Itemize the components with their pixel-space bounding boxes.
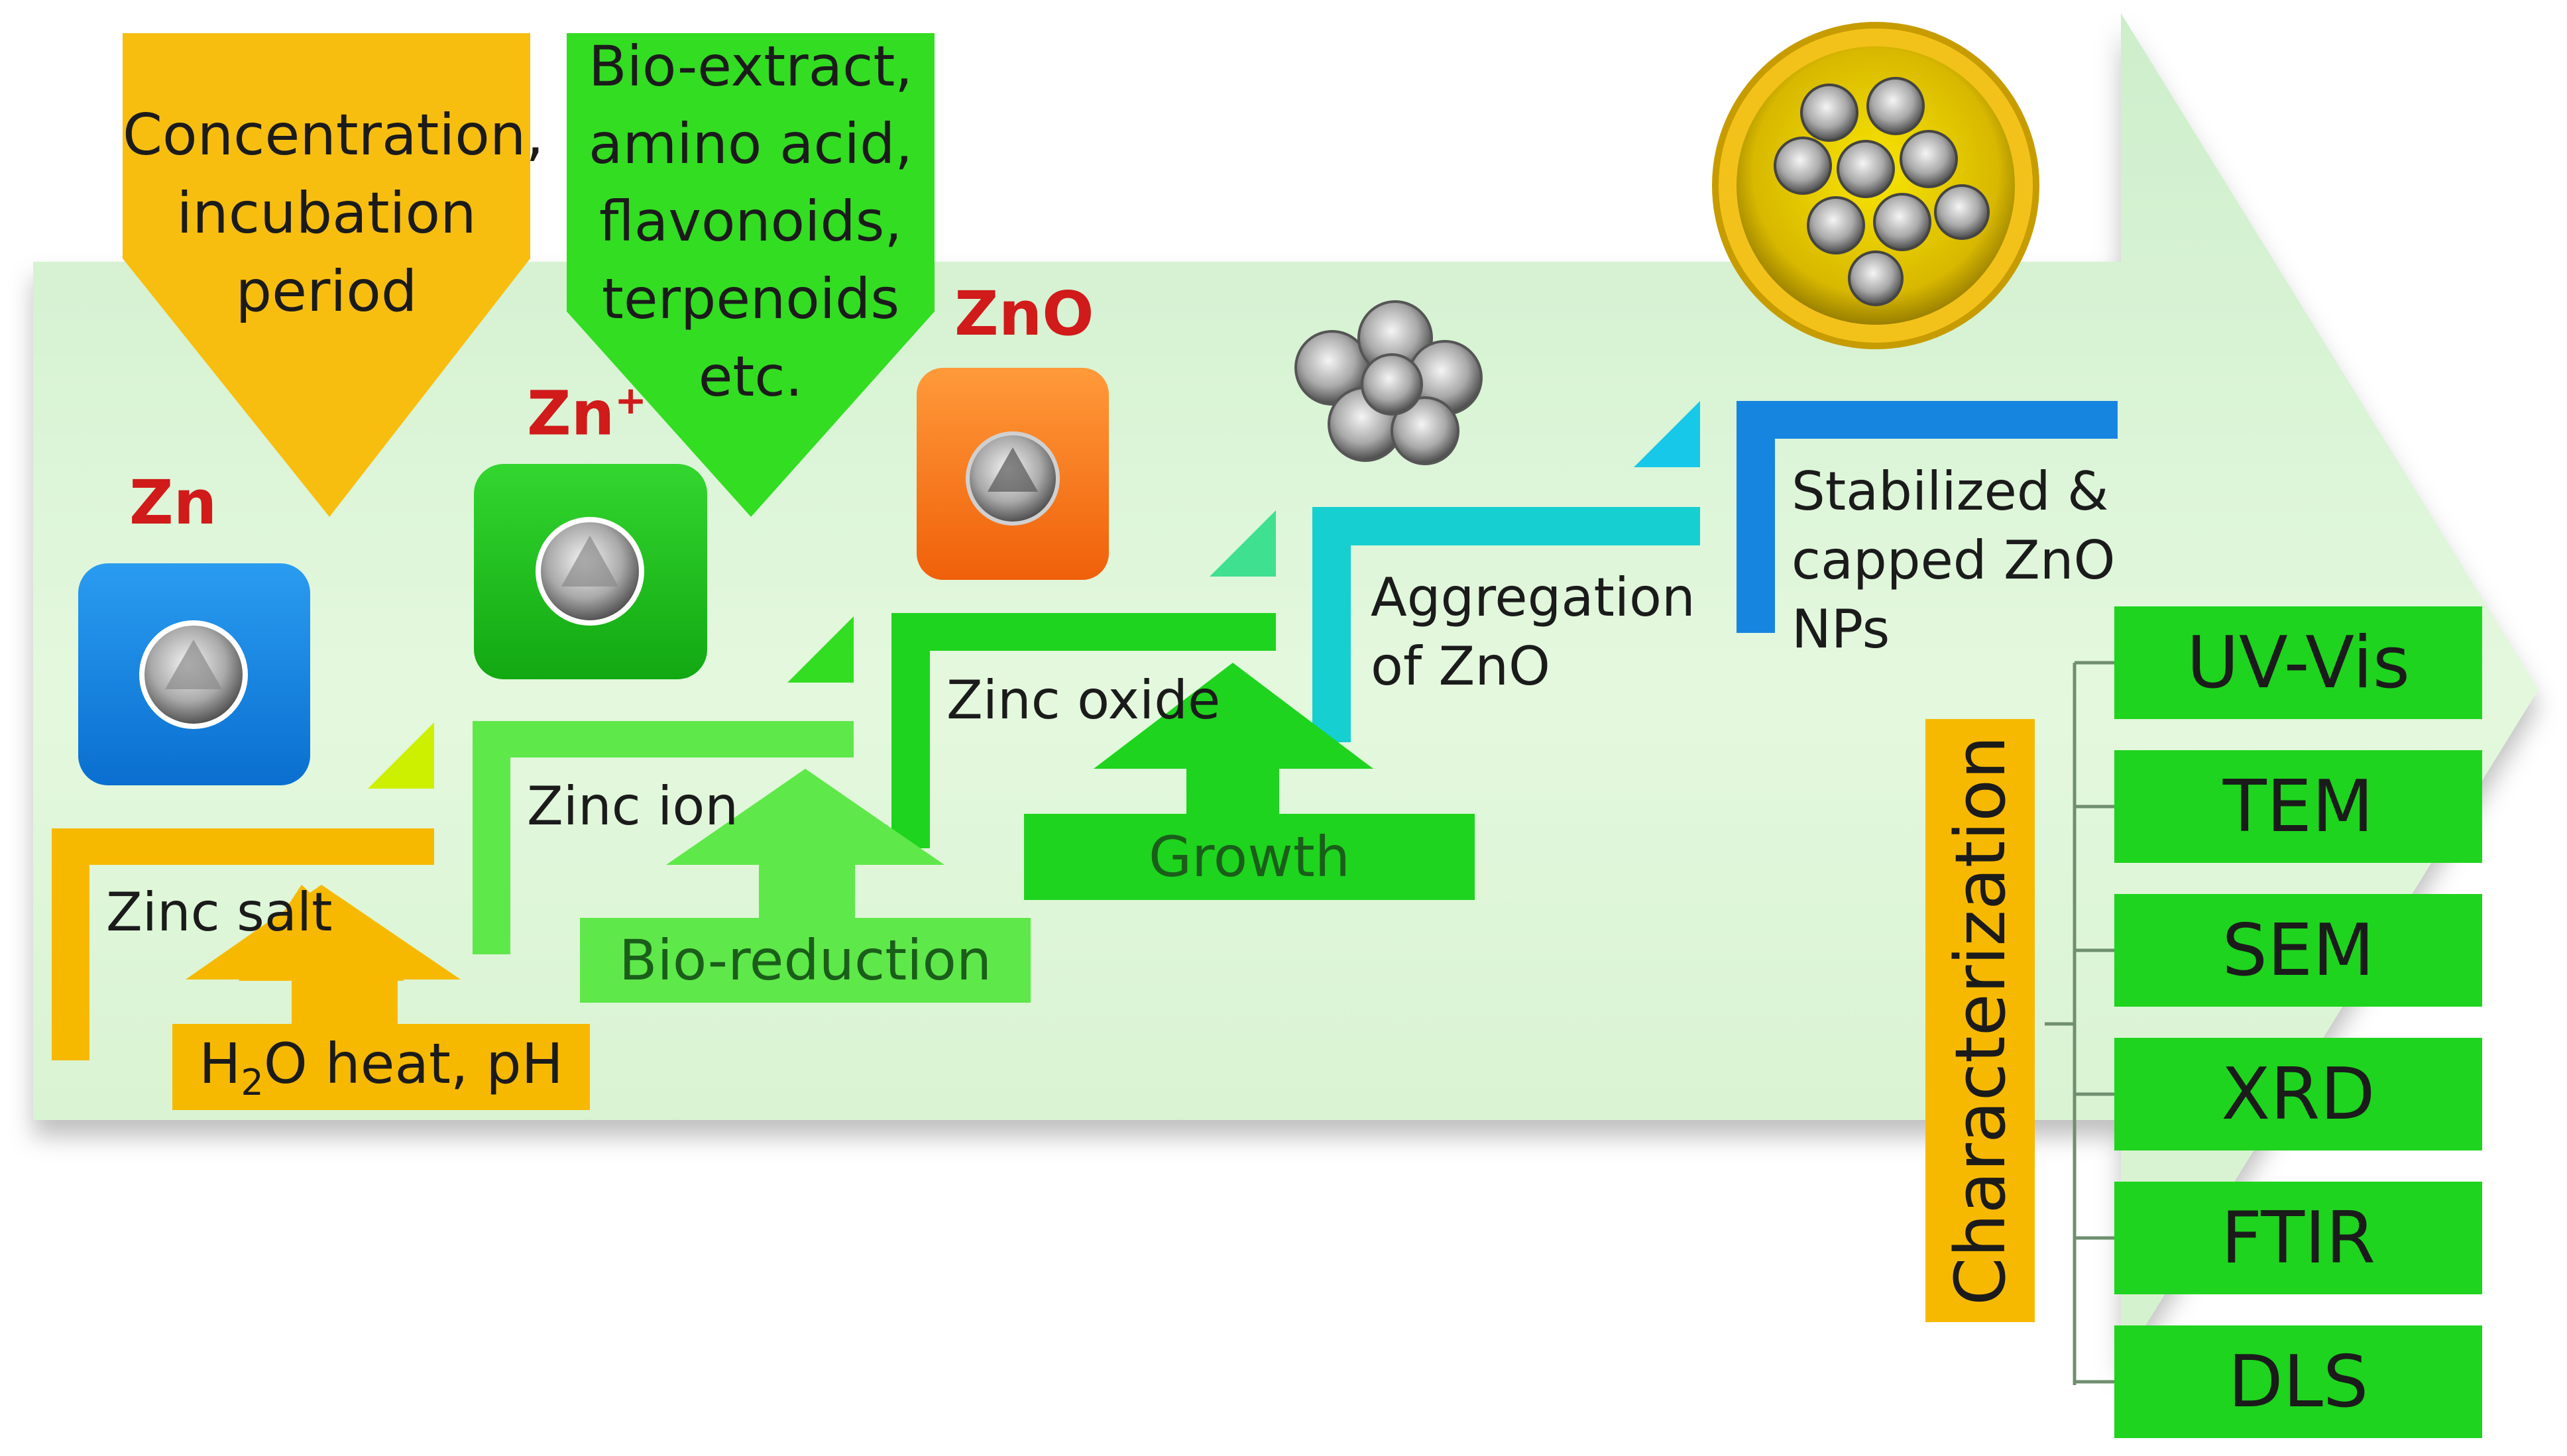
growth-label: Growth xyxy=(1148,824,1351,889)
zn-label: Zn xyxy=(129,467,217,538)
zn-ion-charge: + xyxy=(614,378,647,423)
method-tem: TEM xyxy=(2114,750,2482,863)
parameters-line-1: Concentration, xyxy=(123,102,544,168)
bio-extract-line-2: amino acid, xyxy=(589,111,913,176)
method-tem-label: TEM xyxy=(2222,765,2374,848)
method-uv-vis: UV-Vis xyxy=(2114,606,2482,719)
zn-ion-label: Zn+ xyxy=(527,378,647,449)
bio-extract-box xyxy=(567,33,935,517)
bio-reduction-label: Bio-reduction xyxy=(618,928,992,993)
capped-nanoparticles-icon xyxy=(1712,22,2039,349)
method-sem: SEM xyxy=(2114,894,2482,1007)
arrow-up-growth-shaft xyxy=(1186,765,1279,818)
zno-aggregate-cluster-icon xyxy=(1294,300,1483,465)
method-uv-vis-label: UV-Vis xyxy=(2186,621,2411,704)
stabilized-label: Stabilized & capped ZnO NPs xyxy=(1792,457,2115,664)
parameters-line-2: incubation xyxy=(176,180,477,247)
step-zinc-salt xyxy=(52,828,434,1060)
step-aggregation xyxy=(1312,507,1700,742)
aggregation-line-1: Aggregation xyxy=(1371,567,1695,628)
parameters-line-3: period xyxy=(235,258,418,325)
method-xrd: XRD xyxy=(2114,1038,2482,1150)
arrow-up-growth-head xyxy=(1094,663,1373,769)
arrow-up-bio-head xyxy=(666,769,944,865)
method-xrd-label: XRD xyxy=(2221,1052,2375,1136)
step-tick-lime xyxy=(368,722,434,789)
bio-extract-line-5: etc. xyxy=(698,344,803,409)
bio-extract-line-4: terpenoids xyxy=(601,266,900,331)
method-dls-label: DLS xyxy=(2228,1340,2369,1424)
method-ftir: FTIR xyxy=(2114,1182,2482,1294)
parameters-box xyxy=(123,33,530,517)
arrow-up-h2o-head xyxy=(186,885,461,980)
bio-extract-line-3: flavonoids, xyxy=(599,189,903,254)
step-tick-mint xyxy=(1210,510,1276,577)
aggregation-line-2: of ZnO xyxy=(1371,636,1551,697)
stabilized-line-2: capped ZnO xyxy=(1792,530,2116,591)
growth-box: Growth xyxy=(1024,814,1475,900)
characterization-title: Characterization xyxy=(1939,736,2021,1306)
bio-reduction-box: Bio-reduction xyxy=(580,918,1031,1003)
zinc-salt-label: Zinc salt xyxy=(106,881,333,943)
stabilized-line-3: NPs xyxy=(1792,598,1890,660)
step-zinc-ion xyxy=(473,721,854,954)
bio-extract-text: Bio-extract, amino acid, flavonoids, ter… xyxy=(567,28,935,416)
stabilized-line-1: Stabilized & xyxy=(1792,461,2109,522)
method-sem-label: SEM xyxy=(2222,909,2375,992)
aggregation-label: Aggregation of ZnO xyxy=(1371,563,1695,701)
zno-label: ZnO xyxy=(954,278,1094,349)
method-ftir-label: FTIR xyxy=(2220,1196,2376,1280)
h2o-heat-ph-label: H2O heat, pH xyxy=(199,1031,563,1103)
arrow-up-bio-shaft xyxy=(759,862,855,921)
zinc-ion-label: Zinc ion xyxy=(527,775,739,837)
characterization-connector xyxy=(2045,661,2114,1385)
parameters-text: Concentration, incubation period xyxy=(123,96,544,331)
bio-extract-line-1: Bio-extract, xyxy=(589,34,913,99)
zn-ion-symbol: Zn xyxy=(527,378,615,449)
step-tick-green xyxy=(787,616,854,683)
zinc-oxide-label: Zinc oxide xyxy=(946,669,1221,731)
step-zinc-oxide xyxy=(891,613,1276,848)
h2o-heat-ph-box: H2O heat, pH xyxy=(172,1024,590,1110)
method-dls: DLS xyxy=(2114,1325,2482,1438)
step-stabilized xyxy=(1737,401,2118,633)
step-tick-cyan xyxy=(1634,401,1700,467)
characterization-box: Characterization xyxy=(1925,719,2035,1322)
